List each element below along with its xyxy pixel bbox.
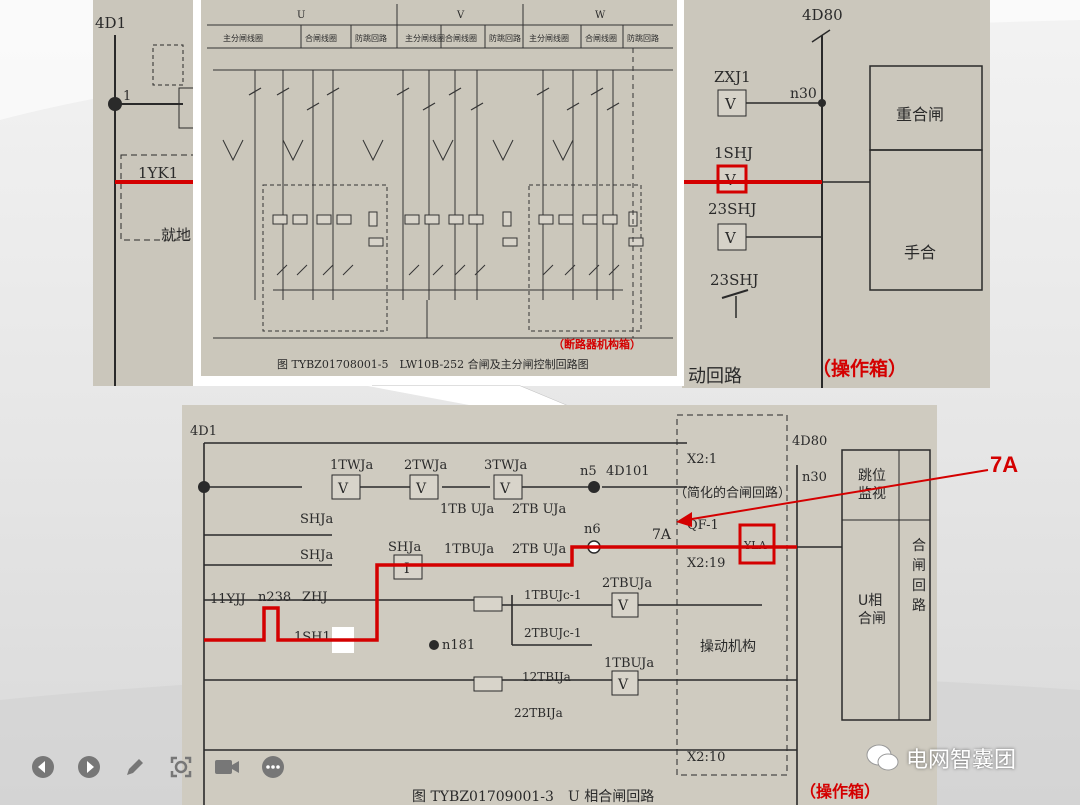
- zoom-icon[interactable]: [168, 754, 194, 780]
- pen-icon[interactable]: [122, 754, 148, 780]
- node-n6: n6: [584, 522, 601, 537]
- terminal-4d80: 4D80: [802, 6, 843, 24]
- operation-box-stamp-top: （操作箱）: [812, 357, 907, 380]
- breaker-qf1: QF-1: [687, 518, 719, 533]
- phase-u-label: U: [297, 10, 305, 21]
- simplified-note: （简化的合闸回路）: [674, 485, 791, 501]
- relay-1shj: 1SHJ: [714, 144, 753, 162]
- relay-shja: SHJa: [388, 540, 421, 555]
- side-label-1-0: 合: [912, 538, 926, 554]
- inset-header-3: 主分闸线圈: [405, 33, 445, 43]
- side-label-1-1: 闸: [912, 558, 926, 574]
- phase-v-label: V: [456, 10, 465, 21]
- contact-12tbija: 12TBIJa: [522, 670, 571, 684]
- slide-toolbar: [30, 754, 286, 780]
- relay-3twja-symbol: V: [499, 481, 511, 497]
- contact-2tbujc: 2TBUJc-1: [524, 626, 581, 640]
- inset-header-7: 合闸线圈: [585, 33, 617, 43]
- inset-header-2: 防跳回路: [355, 33, 387, 43]
- node-n30: n30: [790, 86, 817, 102]
- side-label-2-0: U相: [858, 593, 882, 609]
- side-label-0-0: 跳位: [858, 468, 886, 484]
- contact-22tbija: 22TBIJa: [514, 706, 563, 720]
- watermark-text: 电网智囊团: [906, 748, 1017, 773]
- contact-2tbuja: 2TB UJa: [512, 542, 566, 557]
- phase-w-label: W: [595, 10, 606, 21]
- yk1-label: 1YK1: [138, 164, 178, 182]
- circuit-word: 动回路: [688, 366, 742, 387]
- bottom-caption: 图 TYBZ01709001-3 U 相合闸回路: [412, 789, 654, 805]
- contact-2tb-uja: 2TB UJa: [512, 502, 566, 517]
- relay-2tbuja: 2TBUJa: [602, 576, 652, 591]
- relay-shja-symbol: I: [404, 561, 410, 577]
- inset-diagram: U V W 主分闸线圈合闸线圈防跳回路主分闸线圈合闸线圈防跳回路主分闸线圈合闸线…: [193, 0, 684, 386]
- local-label: 就地: [161, 226, 191, 244]
- relay-11yjj: 11YJJ: [210, 592, 246, 607]
- terminal-4d80-bottom: 4D80: [792, 434, 827, 449]
- node-n30-bottom: n30: [802, 470, 827, 485]
- contact-1tbuja: 1TBUJa: [444, 542, 494, 557]
- relay-2twja: 2TWJa: [404, 458, 448, 473]
- mechanism-box-stamp: （断路器机构箱）: [553, 337, 641, 351]
- contact-shja-2: SHJa: [300, 548, 333, 563]
- relay-zxj1: ZXJ1: [714, 68, 751, 86]
- contact-1tb-uja: 1TB UJa: [440, 502, 494, 517]
- side-label-1-3: 路: [912, 598, 926, 614]
- inset-header-1: 合闸线圈: [305, 33, 337, 43]
- more-icon[interactable]: [260, 754, 286, 780]
- relay-3twja: 3TWJa: [484, 458, 528, 473]
- operation-box-stamp-bottom: （操作箱）: [800, 782, 880, 801]
- relay-2tbuja-symbol: V: [617, 598, 629, 614]
- manual-close-box: 手合: [904, 243, 936, 262]
- relay-1twja-symbol: V: [337, 481, 349, 497]
- side-label-1-2: 回: [912, 578, 926, 594]
- relay-2twja-symbol: V: [415, 481, 427, 497]
- top-left-photo: 4D1 1 1YK1 就地: [93, 0, 198, 386]
- relay-1twja: 1TWJa: [330, 458, 374, 473]
- inset-caption: 图 TYBZ01708001-5 LW10B-252 合闸及主分闸控制回路图: [277, 357, 589, 371]
- inset-header-8: 防跳回路: [627, 33, 659, 43]
- inset-header-6: 主分闸线圈: [529, 33, 569, 43]
- terminal-x2-19: X2:19: [687, 556, 725, 571]
- bottom-photo: 4D1 4D80 1TWJa V 2TWJa V 3TWJa V n5 4D10…: [182, 405, 937, 805]
- inset-header-0: 主分闸线圈: [223, 33, 263, 43]
- node-n5: n5: [580, 464, 597, 479]
- relay-23shj-symbol: V: [724, 229, 737, 247]
- operating-mechanism: 操动机构: [700, 639, 756, 655]
- relay-1tbuja: 1TBUJa: [604, 656, 654, 671]
- node-1-label: 1: [123, 89, 131, 104]
- relay-1tbuja-symbol: V: [617, 677, 629, 693]
- contact-zhj: ZHJ: [302, 590, 328, 605]
- inset-headers: 主分闸线圈合闸线圈防跳回路主分闸线圈合闸线圈防跳回路主分闸线圈合闸线圈防跳回路: [223, 33, 659, 43]
- contact-shja-1: SHJa: [300, 512, 333, 527]
- node-n238: n238: [258, 590, 291, 605]
- camera-icon[interactable]: [214, 754, 240, 780]
- relay-23shj-contact: 23SHJ: [710, 271, 758, 289]
- relay-23shj: 23SHJ: [708, 200, 756, 218]
- node-n181: n181: [442, 638, 475, 653]
- label-7a-diagram: 7A: [652, 527, 672, 543]
- terminal-4d1: 4D1: [95, 14, 126, 32]
- top-right-photo: 4D80 ZXJ1 V n30 1SHJ V 23SHJ V 23SHJ 重合闸…: [682, 0, 990, 388]
- previous-icon[interactable]: [30, 754, 56, 780]
- inset-header-4: 合闸线圈: [445, 33, 477, 43]
- contact-1tbujc: 1TBUJc-1: [524, 588, 581, 602]
- callout-7a-label: 7A: [990, 452, 1019, 477]
- side-label-2-2: 合闸: [858, 611, 886, 627]
- terminal-x2-1: X2:1: [687, 452, 717, 467]
- terminal-4d1-bottom: 4D1: [190, 424, 217, 439]
- inset-header-5: 防跳回路: [489, 33, 521, 43]
- next-icon[interactable]: [76, 754, 102, 780]
- relay-zxj1-symbol: V: [724, 95, 737, 113]
- wechat-icon: [866, 744, 899, 771]
- terminal-x2-10: X2:10: [687, 750, 725, 765]
- watermark: 电网智囊团: [866, 742, 1016, 774]
- reclose-box: 重合闸: [896, 105, 944, 124]
- terminal-4d101: 4D101: [606, 464, 650, 479]
